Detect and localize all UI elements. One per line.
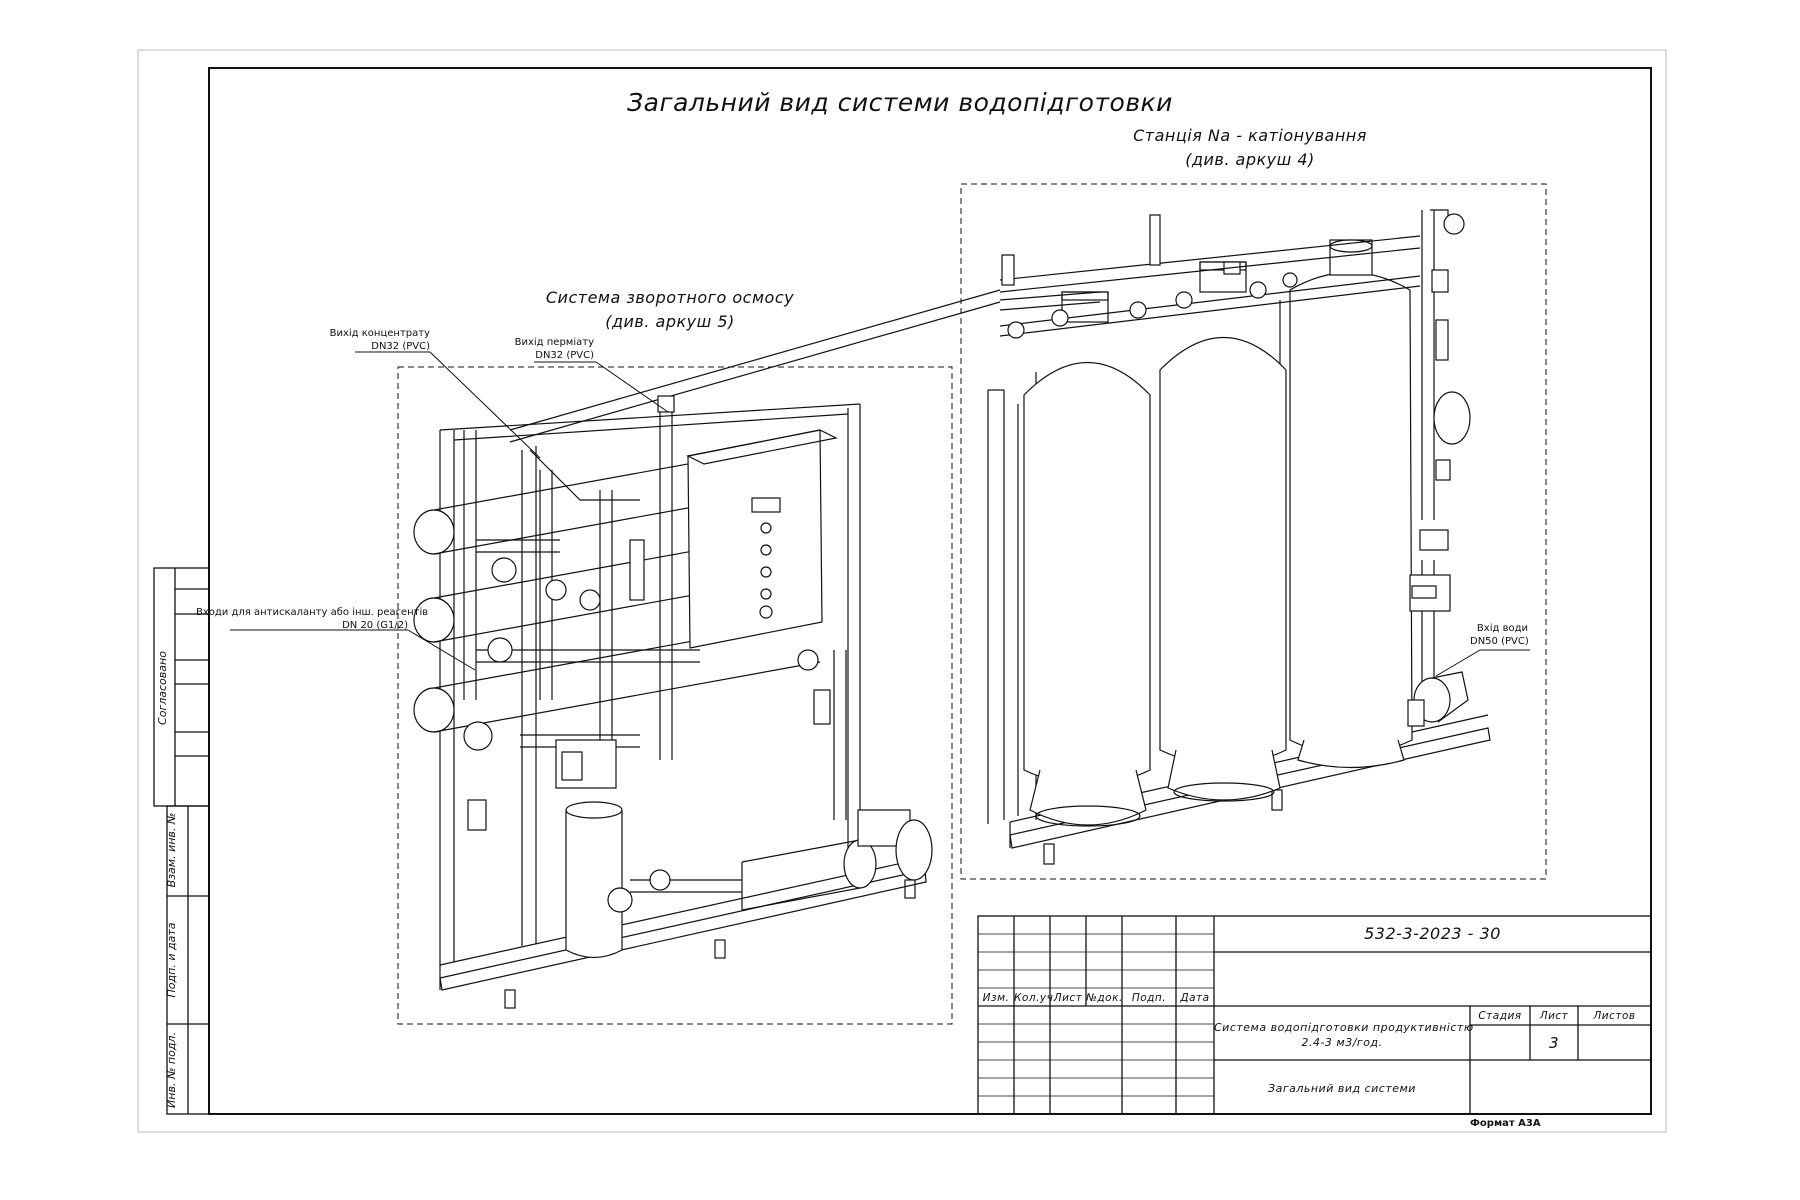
header-kol-uch: Кол.уч. — [1014, 992, 1058, 1004]
ro-block-outline — [397, 366, 953, 1025]
drawing-code: 532-3-2023 - 30 — [1364, 924, 1501, 943]
format-label: Формат А3А — [1470, 1118, 1541, 1129]
callout-antiscalant-size: DN 20 (G1/2) — [342, 620, 408, 631]
sheet-label: Лист — [1539, 1010, 1569, 1022]
sheet-number: 3 — [1548, 1034, 1560, 1052]
system-name-line2: 2.4-3 м3/год. — [1301, 1036, 1383, 1049]
stamp-sign-date: Подп. и дата — [165, 922, 178, 998]
na-station-art — [509, 209, 1491, 865]
na-block-ref: (див. аркуш 4) — [1185, 150, 1315, 169]
callout-antiscalant: Входи для антискаланту або інш. реагенті… — [196, 606, 429, 632]
stage-label: Стадия — [1478, 1010, 1522, 1022]
callout-concentrate-name: Вихід концентрату — [329, 328, 430, 339]
header-sign: Подп. — [1131, 992, 1167, 1004]
header-doc-no: №док. — [1086, 992, 1123, 1004]
callout-antiscalant-name: Входи для антискаланту або інш. реагенті… — [196, 607, 429, 618]
title-block-rows — [978, 933, 1214, 1097]
na-block-outline — [960, 183, 1547, 880]
side-stamp-grid — [153, 567, 210, 1115]
callout-permeate: Вихід перміату DN32 (PVC) — [470, 336, 594, 362]
callout-water-in-name: Вхід води — [1476, 623, 1528, 634]
callout-permeate-name: Вихід перміату — [514, 337, 594, 348]
na-block-title: Станція Na - катіонування — [1133, 126, 1367, 145]
callout-concentrate: Вихід концентрату DN32 (PVC) — [300, 327, 430, 353]
header-date: Дата — [1180, 992, 1210, 1004]
stamp-inv-no: Инв. № подл. — [165, 1032, 178, 1108]
stamp-approved: Согласовано — [156, 651, 169, 725]
callout-permeate-size: DN32 (PVC) — [535, 350, 594, 361]
ro-block-ref: (див. аркуш 5) — [605, 312, 735, 331]
stamp-ref-inv: Взам. инв. № — [165, 812, 178, 888]
callout-water-in-size: DN50 (PVC) — [1470, 636, 1529, 647]
callout-concentrate-size: DN32 (PVC) — [371, 341, 430, 352]
header-izm: Изм. — [982, 992, 1010, 1004]
sheet-name: Загальний вид системи — [1268, 1082, 1416, 1095]
ro-system-art — [413, 395, 933, 1009]
ro-block-label: Система зворотного осмосу (див. аркуш 5) — [520, 286, 820, 334]
system-name: Система водопідготовки продуктивністю 2.… — [1214, 1020, 1474, 1050]
na-block-label: Станція Na - катіонування (див. аркуш 4) — [1100, 124, 1400, 172]
title-block-grid — [977, 915, 1652, 1115]
sheet-edge — [137, 49, 1667, 1133]
header-list: Лист — [1053, 992, 1083, 1004]
sheets-label: Листов — [1593, 1010, 1636, 1022]
callout-leaders — [230, 351, 1530, 677]
drawing-title: Загальний вид системи водопідготовки — [627, 88, 1173, 117]
ro-block-title: Система зворотного осмосу — [545, 288, 795, 307]
callout-water-in: Вхід води DN50 (PVC) — [1470, 622, 1529, 648]
system-name-line1: Система водопідготовки продуктивністю — [1214, 1021, 1474, 1034]
